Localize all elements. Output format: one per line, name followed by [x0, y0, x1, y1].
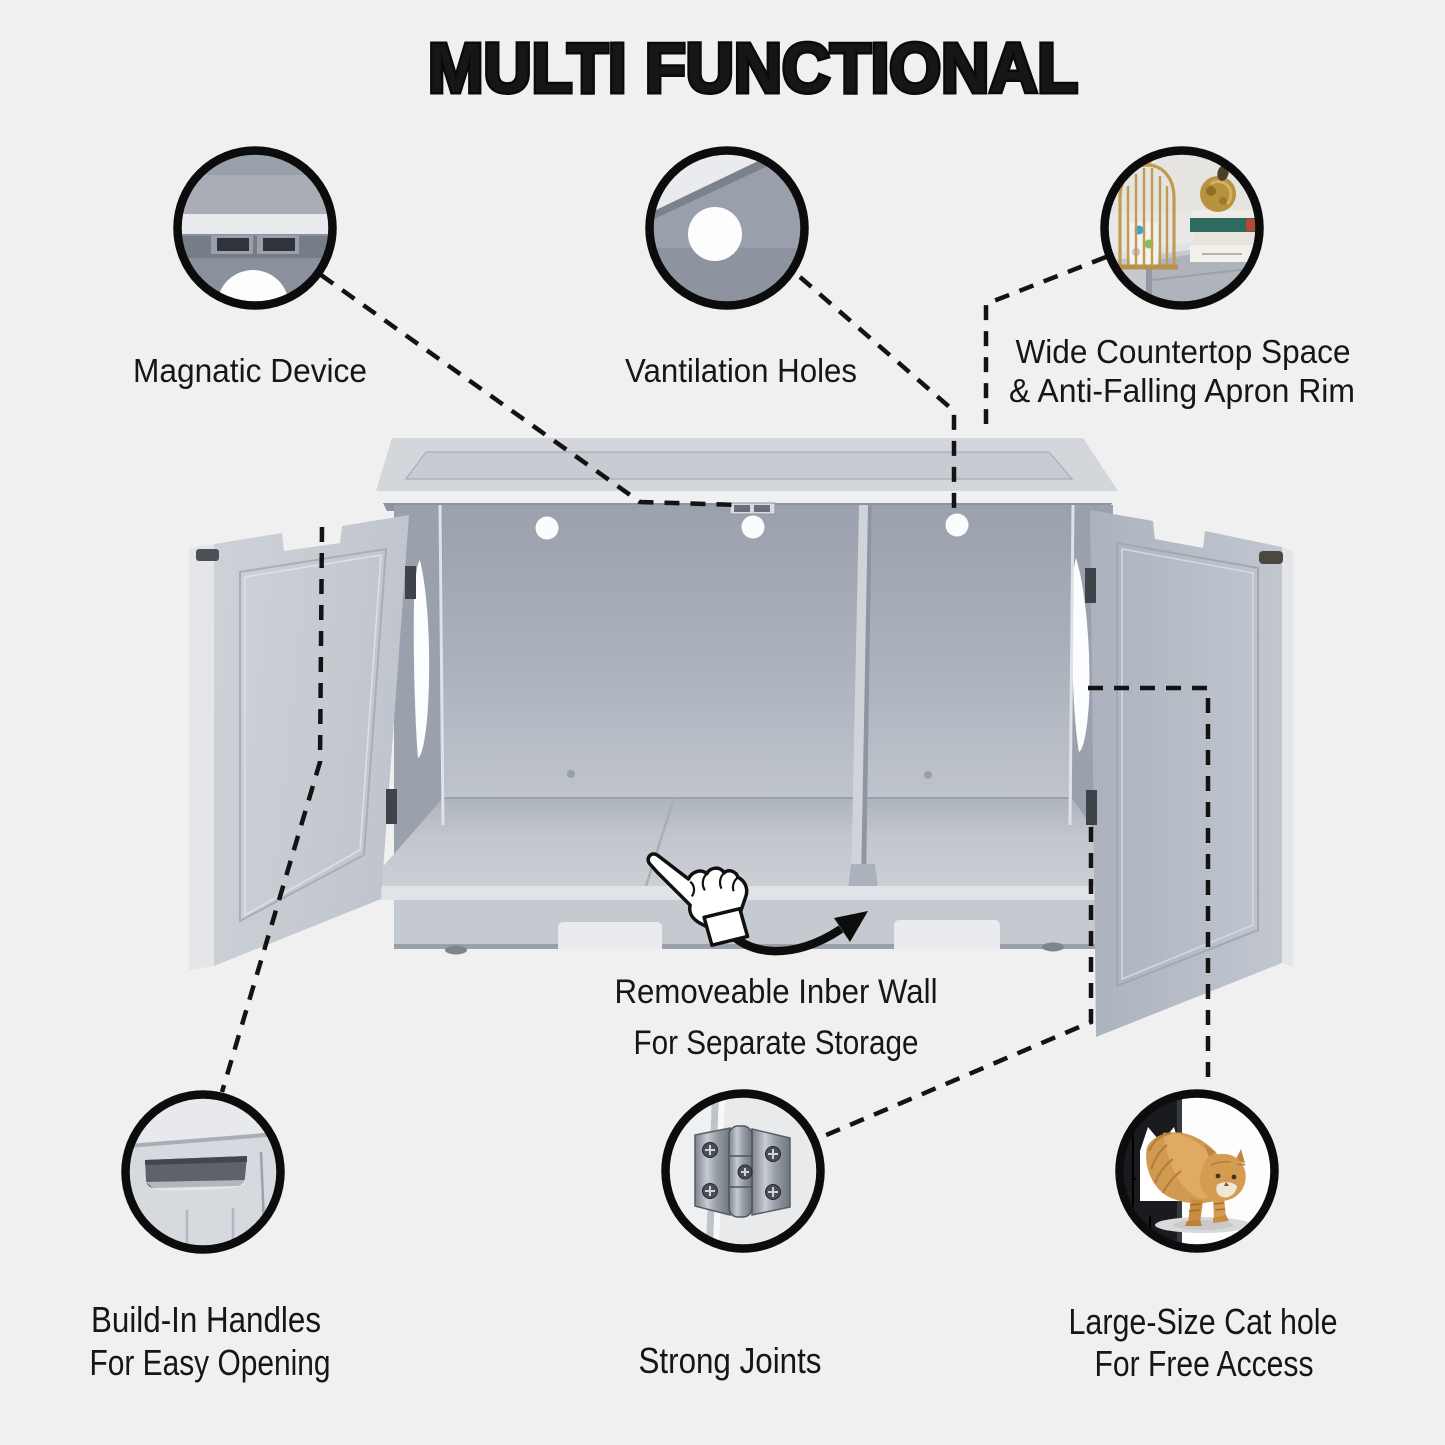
svg-text:For Free Access: For Free Access — [1095, 1343, 1314, 1384]
svg-text:Strong Joints: Strong Joints — [639, 1340, 822, 1381]
svg-text:Magnatic Device: Magnatic Device — [133, 352, 367, 389]
svg-text:Wide Countertop Space: Wide Countertop Space — [1016, 333, 1351, 370]
svg-text:For Easy Opening: For Easy Opening — [90, 1342, 331, 1383]
svg-text:Removeable Inber Wall: Removeable Inber Wall — [615, 973, 938, 1011]
svg-text:For Separate Storage: For Separate Storage — [634, 1024, 919, 1062]
svg-text:Large-Size Cat hole: Large-Size Cat hole — [1069, 1301, 1338, 1342]
svg-text:MULTI FUNCTIONAL: MULTI FUNCTIONAL — [428, 29, 1078, 107]
svg-text:Vantilation Holes: Vantilation Holes — [625, 352, 857, 389]
svg-text:& Anti-Falling Apron Rim: & Anti-Falling Apron Rim — [1009, 372, 1355, 409]
svg-text:Build-In Handles: Build-In Handles — [91, 1299, 321, 1340]
